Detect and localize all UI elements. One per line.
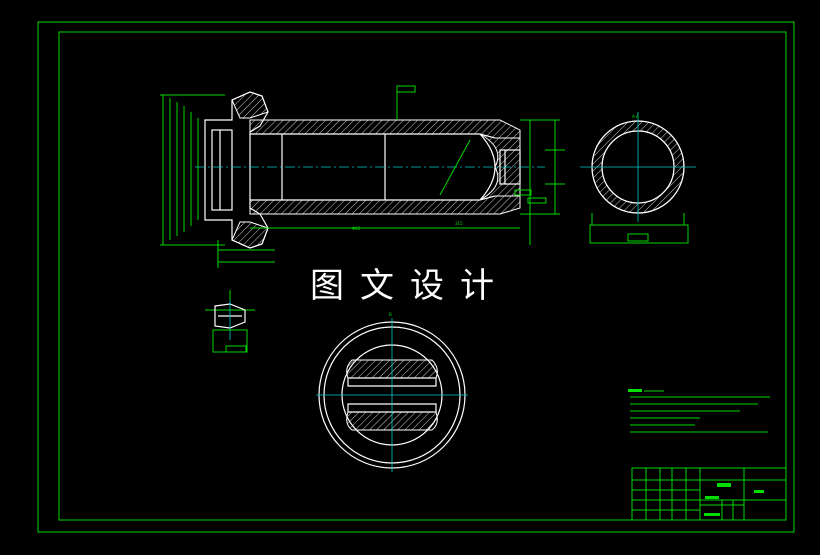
detail-view (205, 290, 255, 353)
title-block (631, 467, 787, 521)
svg-text:A-A: A-A (632, 114, 639, 119)
svg-text:315: 315 (455, 221, 463, 226)
plan-view-circle: B (316, 312, 468, 472)
outer-border (37, 21, 795, 533)
main-section-view: Φ85 315 (160, 85, 565, 268)
svg-text:B: B (389, 312, 392, 317)
svg-text:Φ85: Φ85 (352, 226, 361, 231)
inner-border (58, 31, 787, 521)
technical-notes (628, 389, 770, 433)
section-view-a-a: A-A (580, 112, 696, 244)
